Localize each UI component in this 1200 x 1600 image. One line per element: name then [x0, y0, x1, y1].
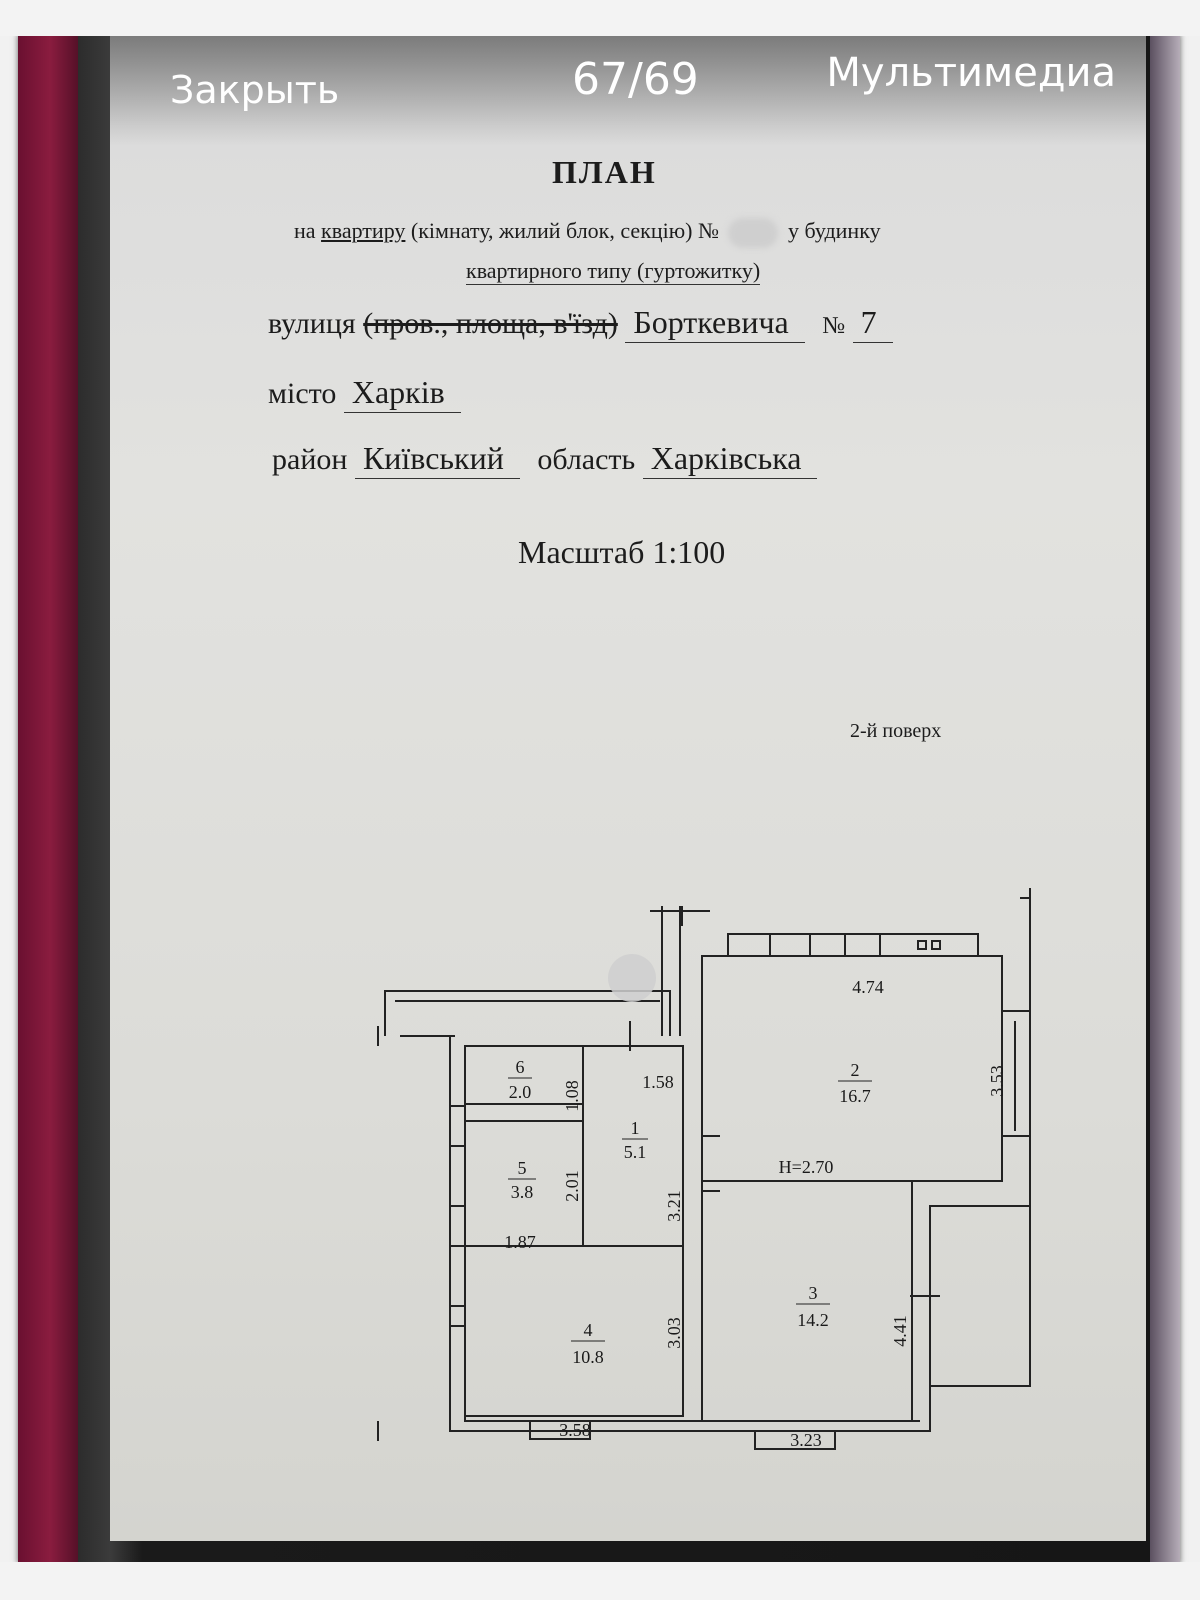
document-title: ПЛАН [552, 154, 657, 190]
city-value: Харків [343, 374, 461, 413]
dim-3-58: 3.58 [559, 1420, 591, 1440]
room-2-number: 2 [851, 1060, 860, 1080]
room-3-area: 14.2 [797, 1310, 829, 1330]
oblast-value: Харківська [642, 440, 818, 479]
redaction-mark [608, 954, 656, 1002]
room-6-area: 2.0 [509, 1082, 532, 1102]
background-pink-object [18, 34, 82, 1564]
redacted-number [728, 218, 779, 248]
dim-3-53: 3.53 [987, 1065, 1007, 1097]
city-row: місто Харків [268, 374, 461, 413]
phone-screen: ПЛАН на квартиру (кімнату, жилий блок, с… [110, 36, 1146, 1541]
torn-paper-edge-top [0, 0, 1200, 36]
dim-2-01: 2.01 [562, 1170, 582, 1202]
photo-frame: ПЛАН на квартиру (кімнату, жилий блок, с… [18, 34, 1180, 1564]
dim-1-58: 1.58 [642, 1072, 674, 1092]
room-4-number: 4 [584, 1320, 593, 1340]
close-button[interactable]: Закрыть [170, 68, 340, 112]
dim-4-74: 4.74 [852, 977, 884, 997]
room-3-number: 3 [809, 1283, 818, 1303]
room-2-area: 16.7 [839, 1086, 871, 1106]
room-6-number: 6 [516, 1057, 525, 1077]
room-5-area: 3.8 [511, 1182, 534, 1202]
dim-1-87: 1.87 [504, 1232, 536, 1252]
floor-plan-document: ПЛАН на квартиру (кімнату, жилий блок, с… [110, 36, 1146, 1541]
dim-3-21: 3.21 [664, 1190, 684, 1222]
room-4-area: 10.8 [572, 1347, 604, 1367]
torn-paper-edge-bottom [0, 1562, 1200, 1600]
dim-4-41: 4.41 [890, 1315, 910, 1347]
room-5-number: 5 [518, 1158, 527, 1178]
street-row: вулиця (пров., площа, в'їзд) Борткевича … [268, 304, 893, 343]
ceiling-height: H=2.70 [779, 1157, 834, 1177]
district-value: Київський [354, 440, 520, 479]
room-1-number: 1 [631, 1118, 640, 1138]
region-row: район Київський область Харківська [272, 440, 818, 479]
floor-plan-drawing: 6 2.0 5 3.8 1 5.1 2 16.7 3 14.2 4 [377, 888, 1031, 1450]
room-1-area: 5.1 [624, 1142, 647, 1162]
floor-label: 2-й поверх [850, 720, 942, 742]
dim-3-23: 3.23 [790, 1430, 822, 1450]
dim-3-03: 3.03 [664, 1317, 684, 1349]
phone-edge [1150, 34, 1180, 1564]
house-number: 7 [852, 304, 893, 343]
page-counter: 67/69 [572, 54, 699, 105]
plan-scale: Масштаб 1:100 [518, 534, 726, 570]
dim-1-08: 1.08 [562, 1080, 582, 1112]
document-subtitle-line2: квартирного типу (гуртожитку) [466, 258, 761, 285]
document-subtitle-line1: на квартиру (кімнату, жилий блок, секцію… [294, 218, 881, 248]
street-value: Борткевича [625, 304, 805, 343]
multimedia-button[interactable]: Мультимедиа [826, 50, 1116, 96]
viewer-toolbar: Закрыть 67/69 Мультимедиа [110, 36, 1146, 146]
